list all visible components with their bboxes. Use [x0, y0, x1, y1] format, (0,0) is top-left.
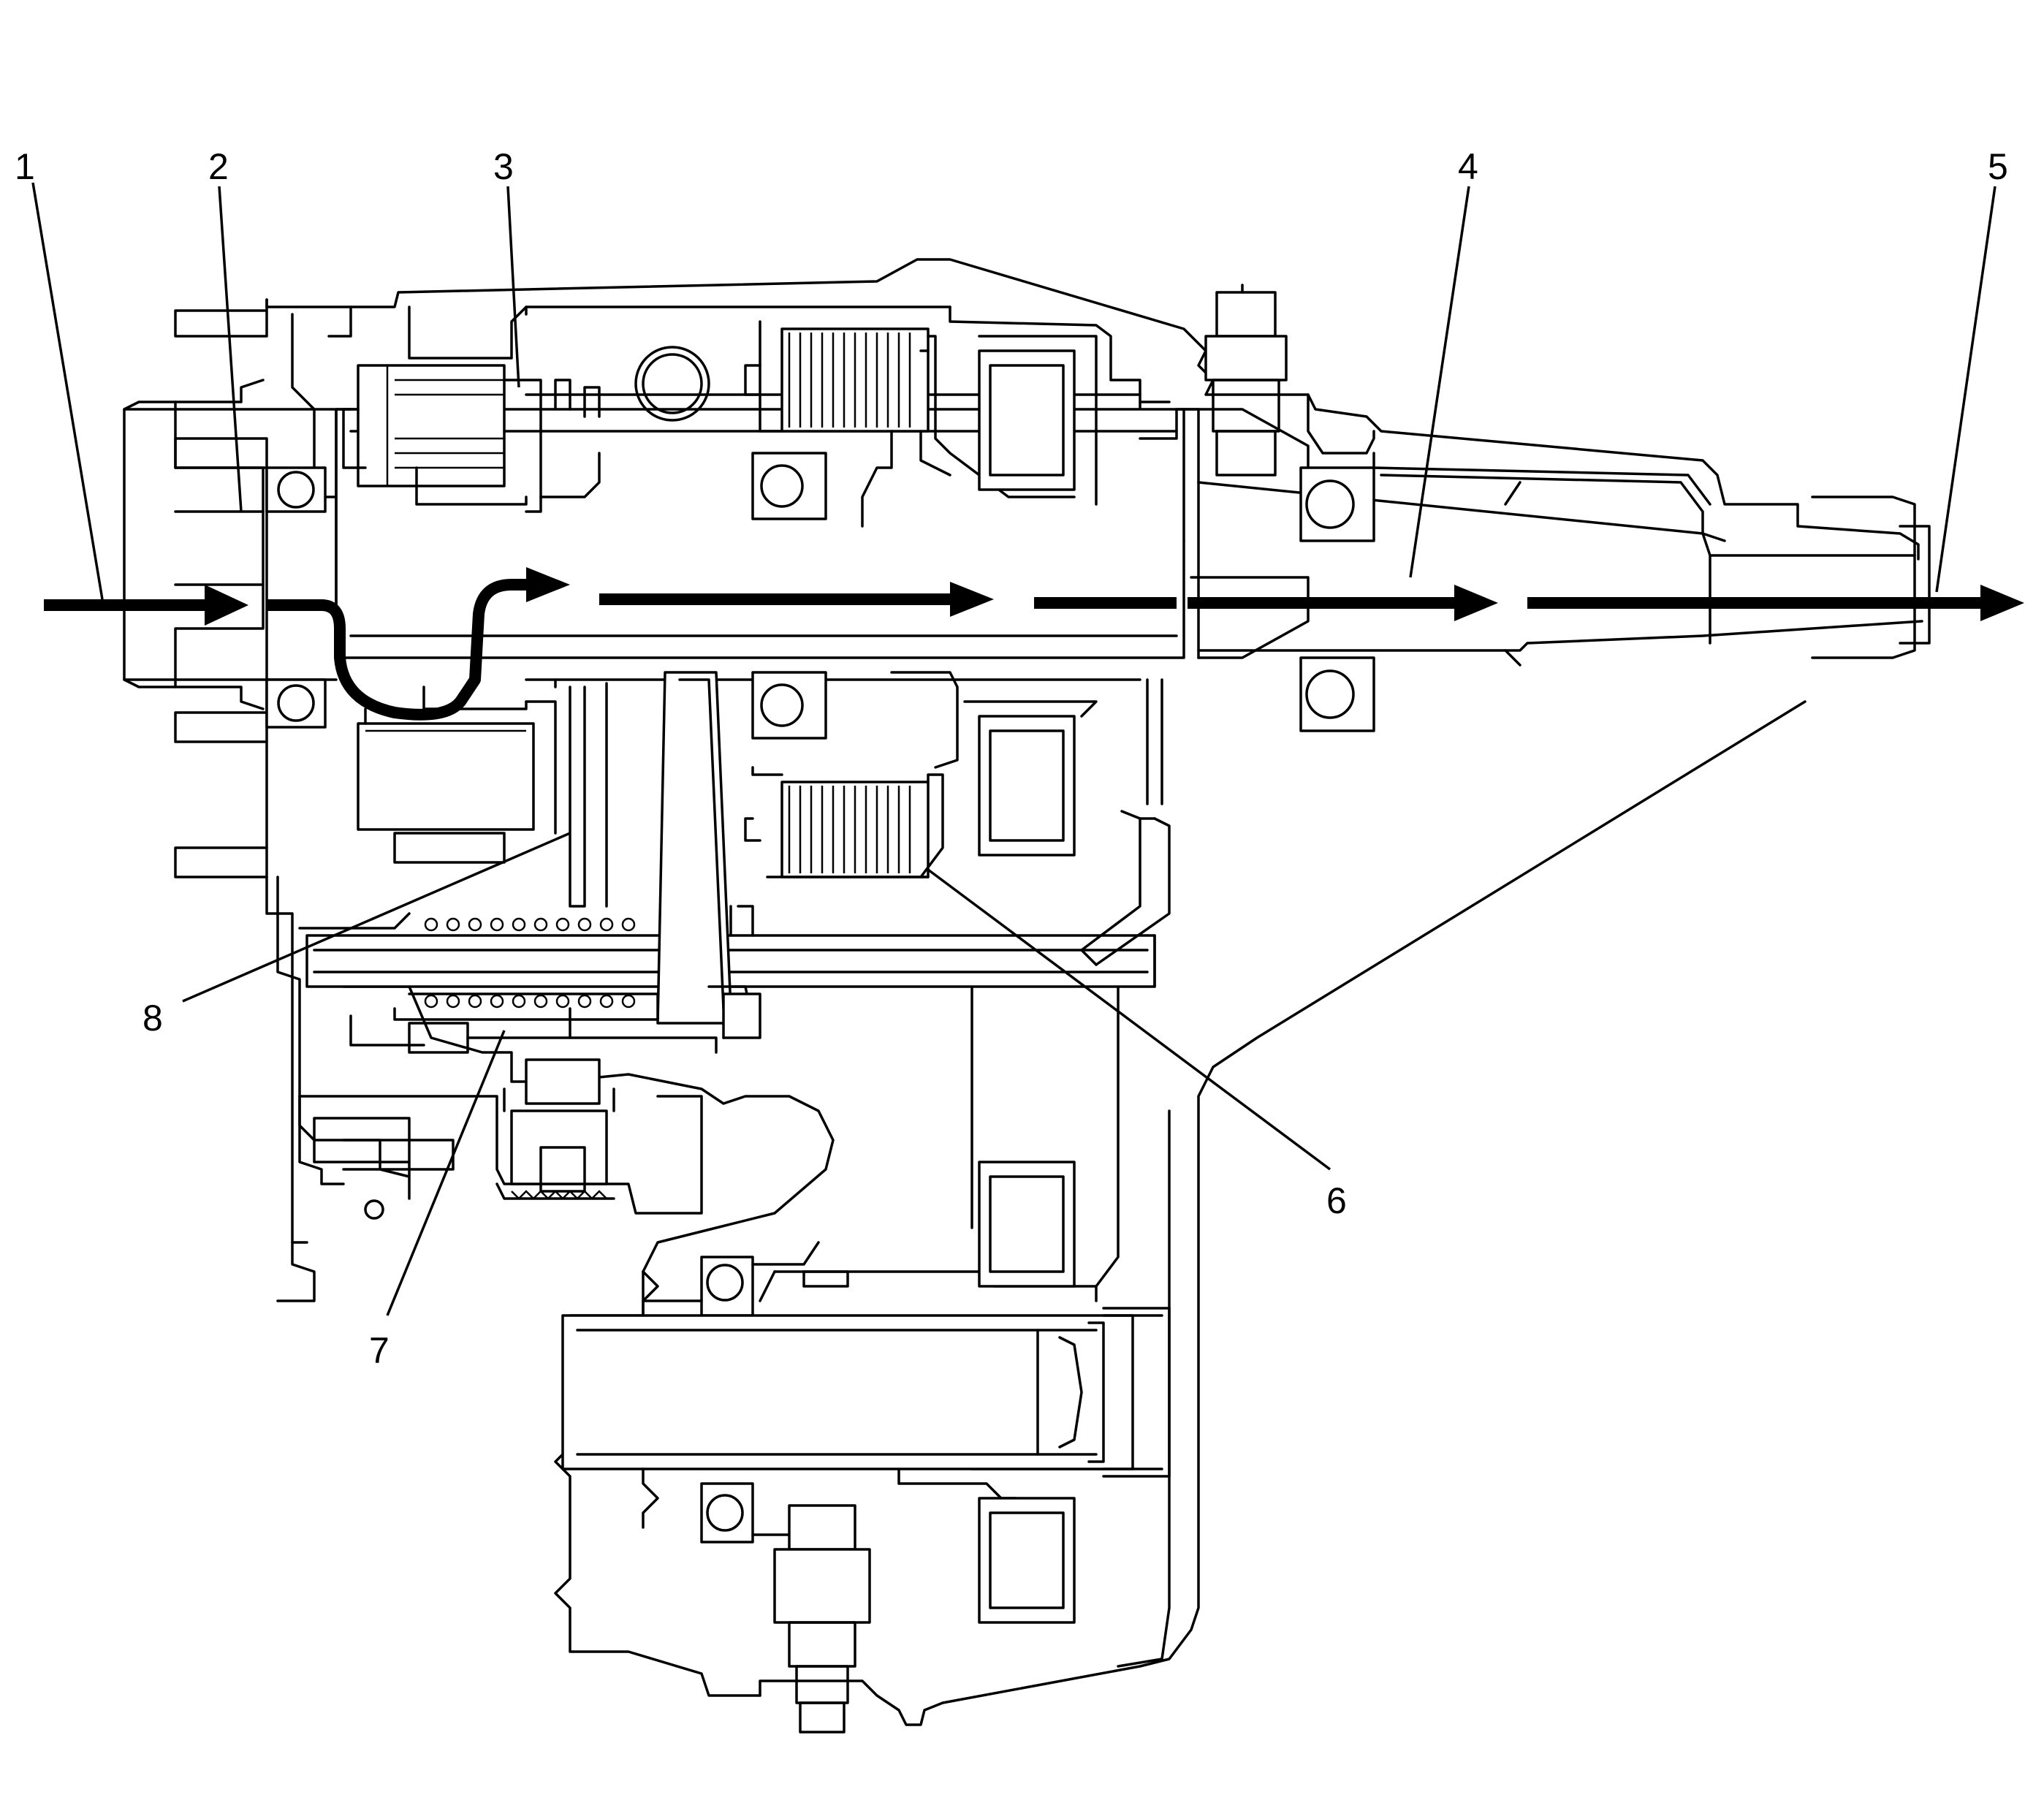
flow-arrowhead-5 [1980, 585, 2024, 621]
front-output-shaft [561, 1241, 1171, 1734]
flow-arrowhead-4 [1454, 585, 1498, 621]
callout-6: 6 [1326, 1180, 1347, 1221]
callout-8: 8 [143, 998, 163, 1039]
leader-3 [506, 186, 520, 388]
leader-5 [1935, 186, 1996, 593]
callout-1: 1 [15, 146, 35, 187]
callout-5: 5 [1988, 146, 2008, 187]
bearings [265, 346, 1375, 1544]
planetary-gear-set-upper [342, 364, 601, 513]
clutch-pack-lower [744, 671, 959, 878]
shift-fork-and-rail [298, 671, 1156, 1054]
leader-6 [927, 868, 1331, 1171]
leader-7 [386, 1030, 506, 1316]
oil-tube [1080, 678, 1171, 966]
clutch-pack-upper [744, 320, 1076, 528]
shift-rail-spring [424, 917, 636, 1009]
callout-2: 2 [208, 146, 229, 187]
flow-segment-through-gearset [267, 579, 526, 721]
callout-numbers: 1 2 3 4 5 6 7 8 [15, 146, 2008, 1371]
callout-4: 4 [1458, 146, 1478, 187]
speed-sensor-upper [1139, 284, 1288, 477]
leader-8 [182, 832, 571, 1003]
leader-2 [218, 186, 243, 512]
callout-7: 7 [369, 1330, 390, 1371]
leader-4 [1409, 186, 1470, 578]
callout-leaders [31, 182, 1996, 1316]
flow-arrowhead-1 [205, 585, 248, 626]
drive-sprocket [963, 335, 1098, 1624]
callout-3: 3 [493, 146, 514, 187]
flow-arrowhead-2 [526, 567, 570, 602]
planetary-gear-set-lower [357, 678, 608, 908]
shift-motor-actuator [298, 1058, 703, 1220]
leader-1 [31, 182, 104, 600]
power-flow-arrow [44, 567, 2024, 721]
flow-arrowhead-3 [950, 582, 994, 617]
